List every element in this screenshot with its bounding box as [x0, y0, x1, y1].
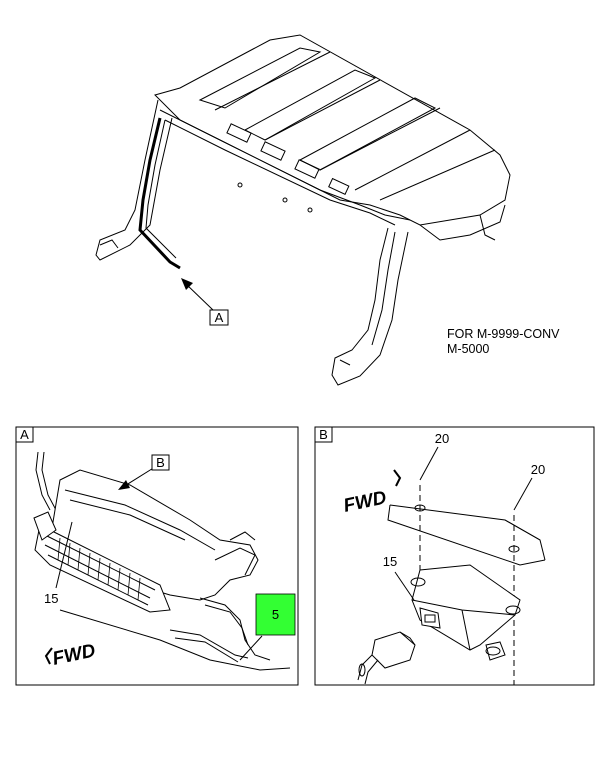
part-20-label-right: 20	[531, 462, 545, 477]
callout-box-a: A	[209, 309, 229, 326]
callout-label-a: A	[215, 310, 224, 325]
panel-b: B 20 20 15	[314, 426, 595, 686]
panel-a-tag: A	[20, 427, 29, 442]
part-5-highlight: 5	[255, 593, 296, 636]
panel-a-frame	[15, 426, 299, 686]
panel-a-tag-box	[15, 426, 34, 443]
panel-b-frame	[314, 426, 595, 686]
fwd-label-a: FWD	[51, 640, 98, 670]
part-15-label-b: 15	[383, 554, 397, 569]
callout-arrow-a	[181, 278, 214, 311]
callout-label-b: B	[156, 455, 165, 470]
fwd-label-b: FWD	[342, 487, 389, 517]
callout-arrow-b	[118, 466, 156, 490]
detail-b-drawing	[357, 446, 546, 685]
fwd-indicator-a: FWD	[44, 640, 98, 670]
callout-box-b: B	[151, 454, 170, 471]
model-note-line-2: M-5000	[447, 342, 490, 356]
model-note: FOR M-9999-CONV M-5000	[447, 327, 560, 357]
part-15-label-a: 15	[44, 591, 58, 606]
panel-b-tag-box	[314, 426, 333, 443]
panel-a: A	[15, 426, 299, 686]
part-5-label: 5	[272, 607, 279, 622]
fwd-indicator-b: FWD	[342, 469, 402, 517]
part-20-label-left: 20	[435, 431, 449, 446]
part-15-leader	[55, 521, 73, 589]
panel-b-tag: B	[319, 427, 328, 442]
detail-a-drawing	[33, 451, 291, 671]
cab-frame-drawing	[95, 34, 511, 386]
model-note-line-1: FOR M-9999-CONV	[447, 327, 560, 341]
